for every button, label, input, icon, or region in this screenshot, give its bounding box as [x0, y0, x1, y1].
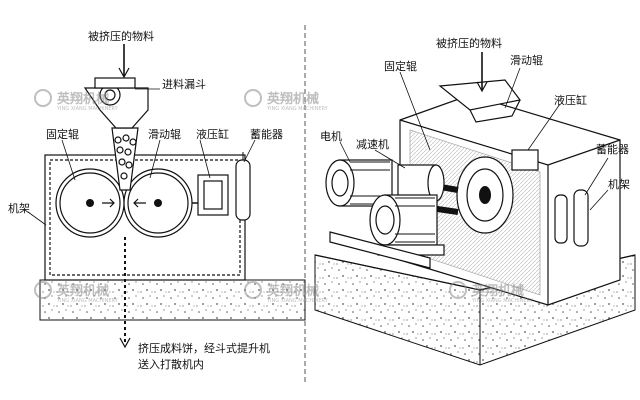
right-label-hydraulic-cylinder: 液压缸 — [554, 93, 587, 107]
right-label-material-in: 被挤压的物料 — [436, 36, 502, 50]
right-label-sliding-roller: 滑动辊 — [510, 53, 543, 67]
right-label-accumulator: 蓄能器 — [596, 142, 629, 156]
watermark-logo-4: 英翔机械 YING XIANG MACHINERY — [244, 281, 329, 304]
left-accumulator — [235, 159, 251, 221]
left-section-diagram: 被挤压的物料 进料漏斗 固定辊 滑动辊 液压缸 蓄能器 机架 挤压成料饼，经斗式… — [8, 29, 306, 371]
svg-text:YING XIANG MACHINERY: YING XIANG MACHINERY — [56, 298, 119, 304]
svg-text:英翔机械: 英翔机械 — [266, 91, 319, 107]
left-fixed-roller-hub — [86, 199, 94, 207]
left-fixed-roller-inner — [59, 172, 121, 234]
svg-text:英翔机械: 英翔机械 — [56, 283, 109, 299]
left-sliding-roller-hub — [154, 199, 162, 207]
svg-text:YING XIANG MACHINERY: YING XIANG MACHINERY — [266, 106, 329, 112]
left-sliding-roller-inner — [127, 172, 189, 234]
watermark-logo-5: 英翔机械 YING XIANG MACHINERY — [449, 281, 534, 304]
watermark-logo-2: 英翔机械 YING XIANG MACHINERY — [244, 89, 329, 112]
svg-text:英翔机械: 英翔机械 — [266, 283, 319, 299]
svg-text:YING XIANG MACHINERY: YING XIANG MACHINERY — [56, 106, 119, 112]
right-motor-back — [325, 159, 393, 207]
svg-text:YING XIANG MACHINERY: YING XIANG MACHINERY — [471, 298, 534, 304]
left-label-hopper: 进料漏斗 — [162, 77, 206, 91]
watermark-logo-3: 英翔机械 YING XIANG MACHINERY — [34, 281, 119, 304]
svg-text:英翔机械: 英翔机械 — [56, 91, 109, 107]
left-label-output-line2: 送入打散机内 — [138, 357, 204, 371]
right-label-reducer: 减速机 — [356, 137, 389, 151]
right-accumulator — [573, 189, 589, 247]
right-motor-base — [329, 231, 431, 269]
right-hydraulic-cylinder — [511, 149, 539, 171]
watermark-logo-1: 英翔机械 YING XIANG MACHINERY — [34, 89, 119, 112]
right-isometric-diagram: 被挤压的物料 固定辊 滑动辊 液压缸 蓄能器 电机 减速机 机架 — [314, 36, 636, 366]
right-motor-front — [369, 194, 445, 256]
left-hopper-top — [94, 77, 136, 89]
left-label-accumulator: 蓄能器 — [250, 127, 283, 141]
left-label-output-line1: 挤压成料饼，经斗式提升机 — [138, 341, 270, 355]
left-sliding-roller-arrow — [133, 198, 146, 208]
right-label-motor: 电机 — [320, 129, 342, 143]
left-label-frame: 机架 — [8, 201, 30, 215]
left-fixed-roller-arrow — [102, 198, 115, 208]
svg-text:英翔机械: 英翔机械 — [471, 283, 524, 299]
svg-text:YING XIANG MACHINERY: YING XIANG MACHINERY — [266, 298, 329, 304]
watermark-layer: 英翔机械 YING XIANG MACHINERY 英翔机械 YING XIAN… — [34, 89, 534, 304]
left-label-hydraulic-cylinder: 液压缸 — [196, 127, 229, 141]
left-hydraulic-cylinder — [197, 174, 229, 216]
right-label-fixed-roller: 固定辊 — [384, 59, 417, 73]
left-label-material-in: 被挤压的物料 — [88, 29, 154, 43]
left-label-sliding-roller: 滑动辊 — [148, 127, 181, 141]
right-label-frame: 机架 — [608, 177, 630, 191]
left-label-fixed-roller: 固定辊 — [46, 127, 79, 141]
